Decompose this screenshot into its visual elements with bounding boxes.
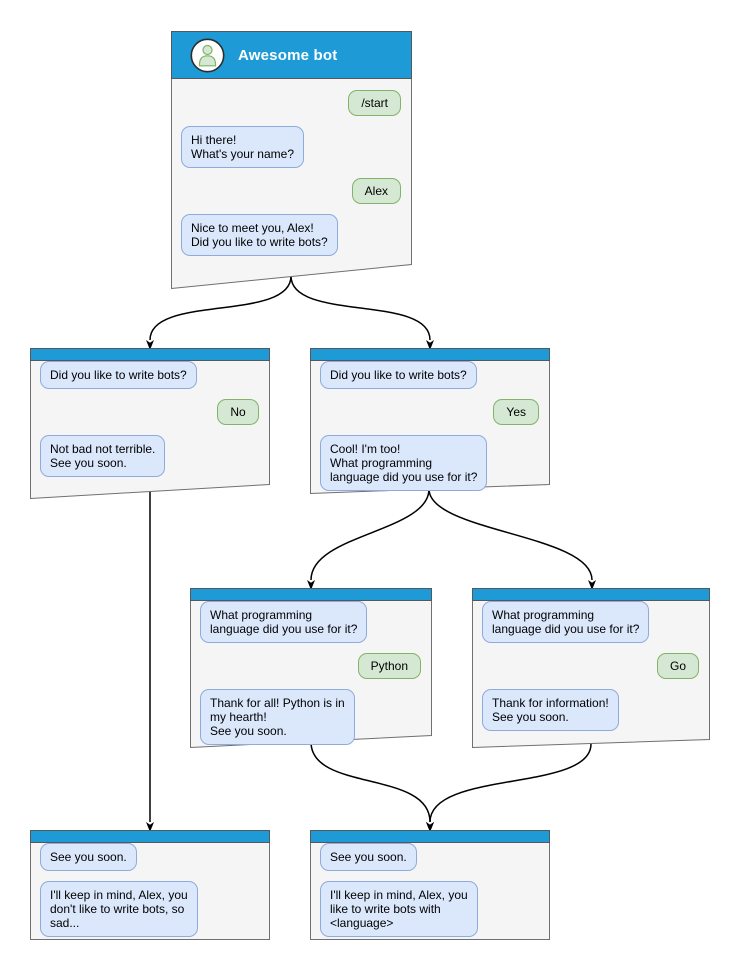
user-message-bubble: Alex [351, 178, 401, 204]
bot-message-bubble: See you soon. [40, 843, 137, 871]
bot-message-bubble: Nice to meet you, Alex! Did you like to … [181, 214, 338, 256]
chat-window-end-yes: See you soon. I'll keep in mind, Alex, y… [310, 830, 550, 940]
chat-window-branch-python: What programming language did you use fo… [190, 588, 432, 748]
bot-message-bubble: What programming language did you use fo… [200, 601, 368, 643]
bot-message-bubble: Not bad not terrible. See you soon. [40, 435, 166, 477]
edge-yes-branch-to-python [307, 488, 430, 590]
window-titlebar [472, 588, 710, 601]
bot-message-bubble: I'll keep in mind, Alex, you like to wri… [320, 881, 478, 937]
window-titlebar [310, 348, 550, 361]
bot-name-title: Awesome bot [238, 46, 338, 64]
bot-message-bubble: Hi there! What's your name? [181, 126, 305, 168]
user-message-bubble: No [217, 399, 259, 425]
bot-message-bubble: What programming language did you use fo… [482, 601, 650, 643]
window-titlebar [310, 830, 550, 843]
edge-start-to-no-branch [146, 275, 292, 350]
bot-message-bubble: Did you like to write bots? [40, 361, 197, 389]
edge-python-to-end-yes [310, 741, 434, 832]
bot-avatar-person-icon [190, 37, 225, 73]
user-message-bubble: Yes [493, 399, 539, 425]
chat-window-main: Awesome bot /start Hi there! What's your… [171, 31, 412, 289]
chat-window-end-no: See you soon. I'll keep in mind, Alex, y… [30, 830, 270, 940]
chat-window-branch-yes: Did you like to write bots? Yes Cool! I'… [310, 348, 550, 494]
window-titlebar: Awesome bot [171, 31, 412, 79]
bot-message-bubble: Thank for all! Python is in my hearth! S… [200, 689, 355, 745]
user-message-bubble: Go [656, 653, 699, 679]
bot-message-bubble: Did you like to write bots? [320, 361, 477, 389]
user-message-bubble: Python [357, 653, 421, 679]
edge-start-to-yes-branch [290, 275, 434, 350]
edge-go-to-end-yes [426, 743, 592, 832]
bot-message-bubble: I'll keep in mind, Alex, you don't like … [40, 881, 198, 937]
chat-window-branch-no: Did you like to write bots? No Not bad n… [30, 348, 270, 499]
window-titlebar [190, 588, 432, 601]
window-titlebar [30, 830, 270, 843]
bot-message-bubble: Thank for information! See you soon. [482, 689, 619, 731]
window-titlebar [30, 348, 270, 361]
chat-window-branch-go: What programming language did you use fo… [472, 588, 710, 748]
bot-message-bubble: Cool! I'm too! What programming language… [320, 435, 488, 491]
edge-yes-branch-to-go [428, 488, 596, 590]
user-message-bubble: /start [348, 90, 401, 116]
bot-message-bubble: See you soon. [320, 843, 417, 871]
